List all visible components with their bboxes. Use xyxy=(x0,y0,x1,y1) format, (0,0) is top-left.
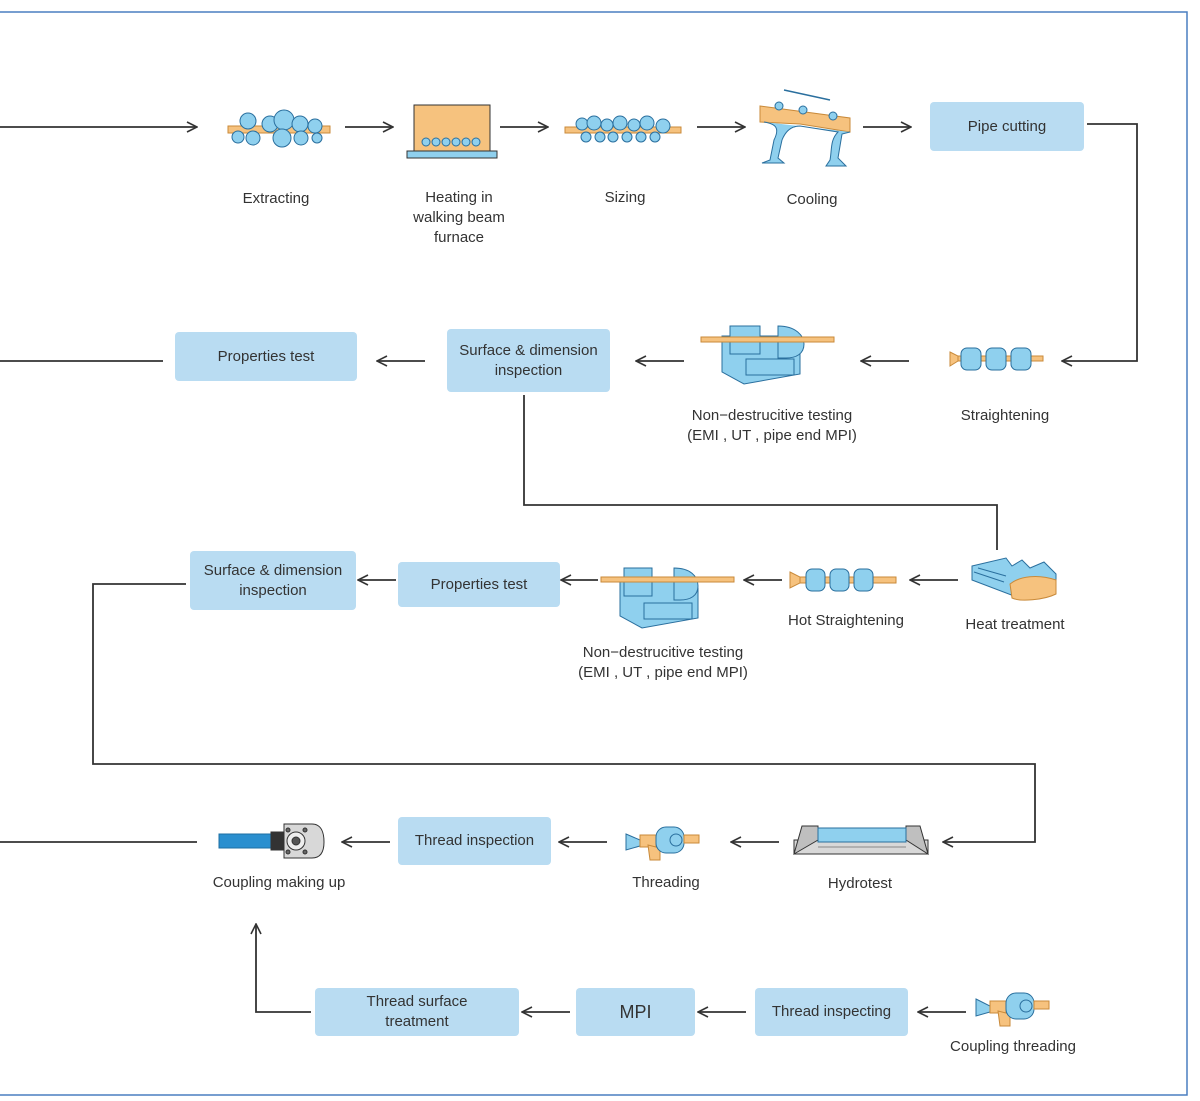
ndt-label: Non−destrucitive testing (EMI , UT , pip… xyxy=(687,407,857,444)
frame-border xyxy=(0,11,1188,1096)
cooling-label: Cooling xyxy=(786,191,838,208)
ndt-machine-icon xyxy=(700,325,835,385)
heat-treatment-label: Heat treatment xyxy=(965,616,1065,633)
coupling-threading-label: Coupling threading xyxy=(950,1038,1076,1055)
arrow-pipe-cutting-to-straightening xyxy=(1062,123,1138,361)
cooling-bed-icon xyxy=(759,89,851,167)
properties-test-box-2: Properties test xyxy=(398,562,560,607)
mpi-box: MPI xyxy=(576,988,695,1036)
ndt-label-2: Non−destrucitive testing (EMI , UT , pip… xyxy=(578,644,748,681)
surface-inspection-label: Surface & dimension inspection xyxy=(459,341,598,379)
sizing-icon xyxy=(564,115,682,143)
properties-test-box: Properties test xyxy=(175,332,357,381)
extracting-label: Extracting xyxy=(242,190,310,207)
pipe-cutting-box: Pipe cutting xyxy=(930,102,1084,151)
threading-label: Threading xyxy=(632,874,700,891)
arrow-surface-inspection-to-hydrotest xyxy=(92,583,1036,842)
ndt-machine-icon-2 xyxy=(600,567,735,629)
surface-inspection-label-2: Surface & dimension inspection xyxy=(203,561,343,599)
thread-inspection-box: Thread inspection xyxy=(398,817,551,865)
hydrotest-icon xyxy=(793,825,929,856)
line-surface-inspection-to-heat-treatment xyxy=(523,395,998,550)
threading-icon xyxy=(625,826,700,861)
hot-straightening-icon xyxy=(789,568,897,592)
arrow-thread-surface-to-coupling xyxy=(256,924,311,1013)
straightening-label: Straightening xyxy=(960,407,1050,424)
hydrotest-label: Hydrotest xyxy=(827,875,893,892)
heating-label: Heating in walking beam furnace xyxy=(413,189,505,246)
surface-inspection-box: Surface & dimension inspection xyxy=(447,329,610,392)
surface-inspection-box-2: Surface & dimension inspection xyxy=(190,551,356,610)
heat-treatment-icon xyxy=(971,557,1057,601)
hot-straightening-label: Hot Straightening xyxy=(788,612,904,629)
extracting-icon xyxy=(227,109,331,148)
coupling-making-up-label: Coupling making up xyxy=(212,874,346,891)
thread-inspecting-box: Thread inspecting xyxy=(755,988,908,1036)
thread-surface-treatment-box: Thread surface treatment xyxy=(315,988,519,1036)
coupling-icon xyxy=(218,823,325,859)
sizing-label: Sizing xyxy=(604,189,646,206)
coupling-threading-icon xyxy=(975,992,1050,1027)
straightening-icon xyxy=(949,347,1044,371)
thread-surface-treatment-label: Thread surface treatment xyxy=(366,993,468,1030)
furnace-icon xyxy=(406,104,498,159)
